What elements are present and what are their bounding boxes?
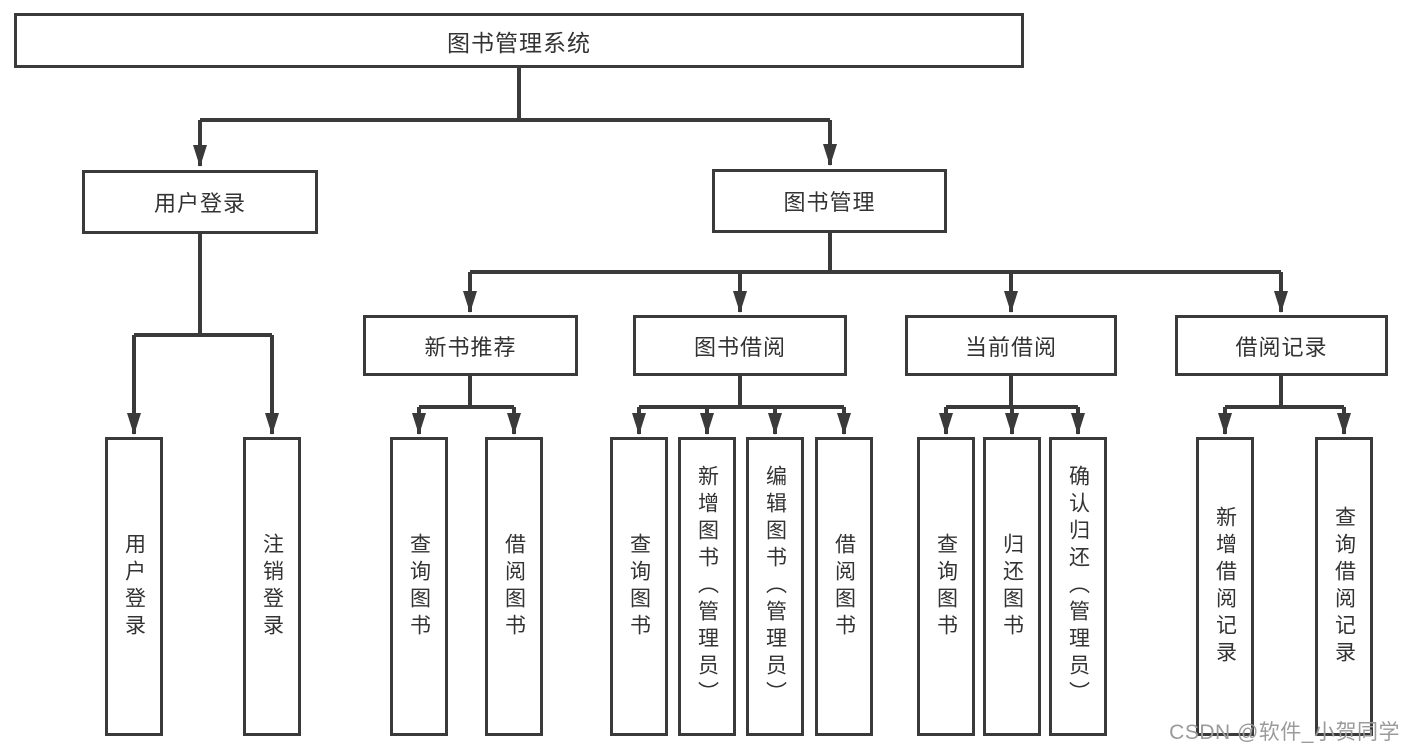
node-library-system: 图书管理系统 bbox=[14, 13, 1024, 68]
leaf-borrow-book-1: 借阅图书 bbox=[485, 437, 543, 736]
leaf-borrow-book-2: 借阅图书 bbox=[815, 437, 873, 736]
leaf-user-login: 用户登录 bbox=[105, 437, 163, 736]
node-new-book-recommend: 新书推荐 bbox=[363, 315, 578, 376]
node-book-borrow: 图书借阅 bbox=[633, 315, 847, 376]
leaf-query-borrow-record: 查询借阅记录 bbox=[1315, 437, 1373, 736]
leaf-confirm-return-admin: 确认归还（管理员） bbox=[1049, 437, 1107, 736]
node-user-login: 用户登录 bbox=[82, 170, 318, 234]
watermark: CSDN @软件_小贺同学 bbox=[1169, 721, 1400, 744]
leaf-edit-book-admin: 编辑图书（管理员） bbox=[746, 437, 804, 736]
leaf-add-borrow-record: 新增借阅记录 bbox=[1196, 437, 1254, 736]
node-book-management: 图书管理 bbox=[712, 169, 947, 233]
leaf-query-book-2: 查询图书 bbox=[610, 437, 668, 736]
node-current-borrow: 当前借阅 bbox=[905, 315, 1117, 376]
leaf-add-book-admin: 新增图书（管理员） bbox=[678, 437, 736, 736]
leaf-query-book-3: 查询图书 bbox=[917, 437, 975, 736]
node-borrow-records: 借阅记录 bbox=[1175, 315, 1388, 376]
leaf-query-book-1: 查询图书 bbox=[390, 437, 448, 736]
leaf-logout: 注销登录 bbox=[243, 437, 301, 736]
leaf-return-book: 归还图书 bbox=[983, 437, 1041, 736]
